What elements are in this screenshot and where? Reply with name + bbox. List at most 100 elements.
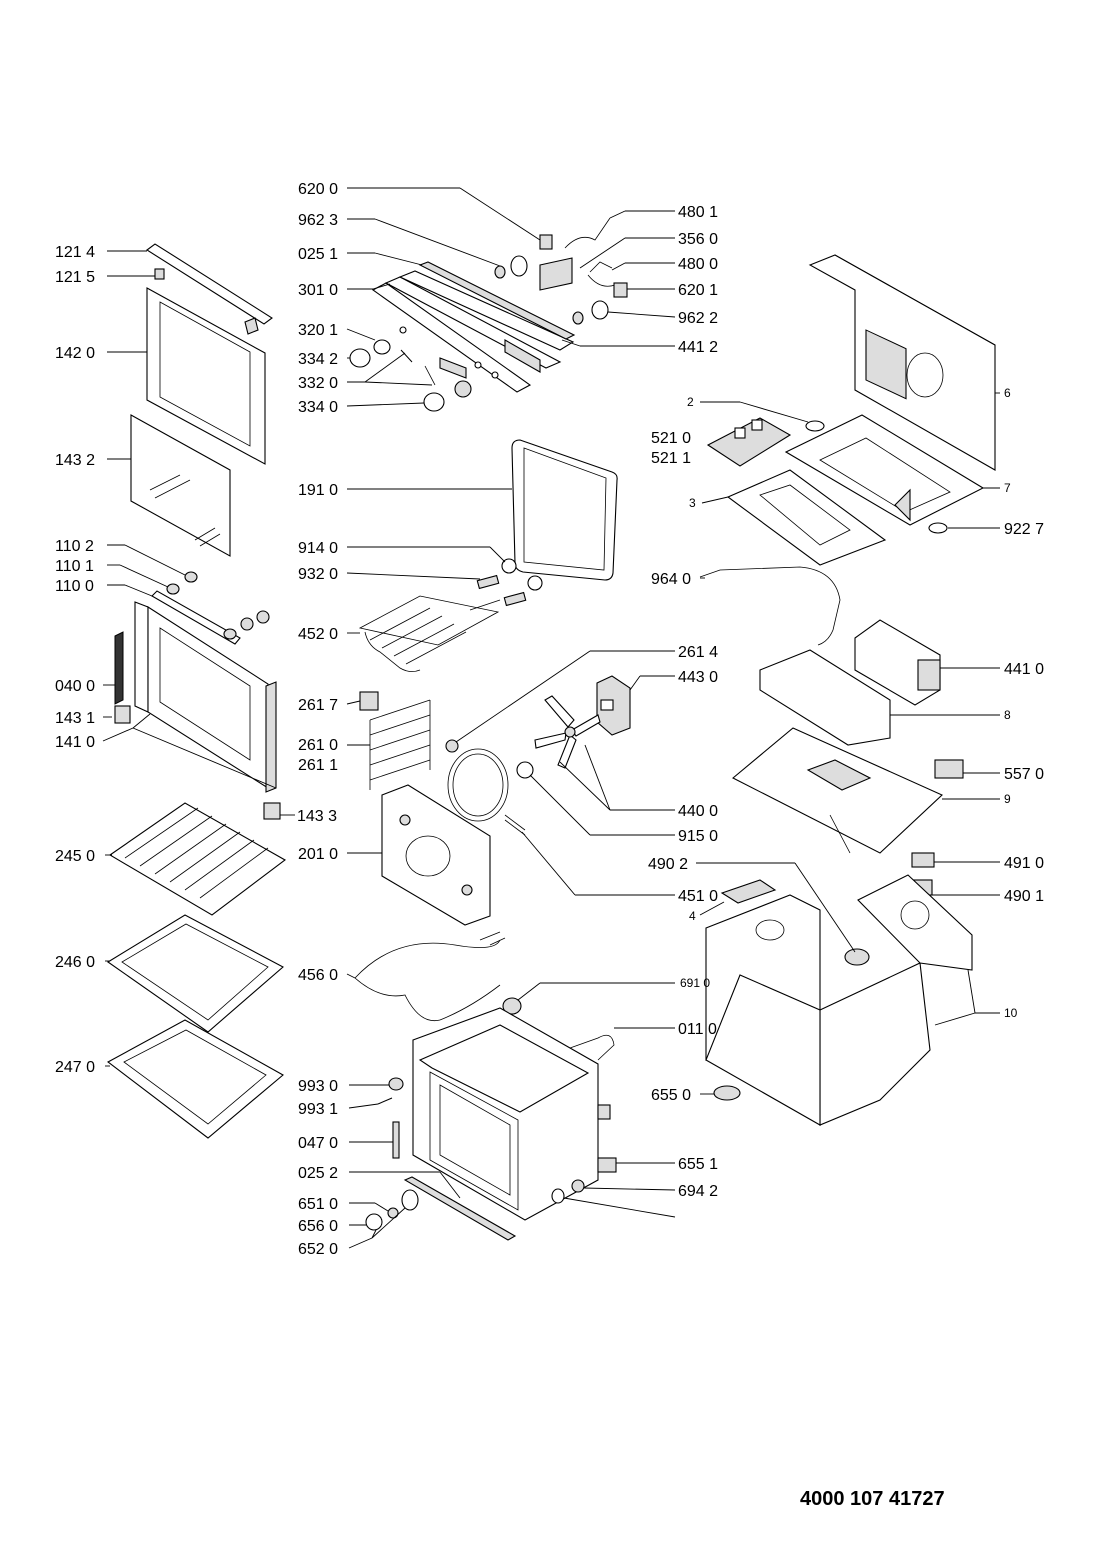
- callout-142-0: 142 0: [55, 345, 95, 362]
- callout-356-0: 356 0: [678, 231, 718, 248]
- callout-143-1: 143 1: [55, 710, 95, 727]
- circular-heating-element: [447, 748, 526, 836]
- callout-261-0: 261 0: [298, 737, 338, 754]
- callout-655-1: 694 2: [678, 1183, 718, 1200]
- callout-121-5: 121 5: [55, 269, 95, 286]
- callout-110-2: 110 2: [55, 538, 94, 555]
- bracket-8: [759, 649, 891, 746]
- callout-334-0: 334 0: [298, 399, 338, 416]
- callout-332-0: 332 0: [298, 375, 338, 392]
- leader-lines: [102, 187, 1000, 1249]
- electronic-module: [539, 257, 573, 291]
- fan-nut: [516, 761, 534, 779]
- callout-441-0: 441 0: [1004, 661, 1044, 678]
- callout-480-1: 480 1: [678, 204, 718, 221]
- rear-cover: [808, 254, 996, 471]
- callout-025-2: 025 2: [298, 1165, 338, 1182]
- switch: [613, 282, 628, 298]
- callout-191-0: 191 0: [298, 482, 338, 499]
- door-inner-glass: [130, 414, 231, 557]
- disc-part: [166, 583, 180, 595]
- callout-110-0: 110 0: [55, 578, 94, 595]
- part-number-labels: 121 4 121 5 142 0 143 2 110 2 110 1 110 …: [55, 181, 1044, 1258]
- lower-heating-element: [354, 931, 506, 1022]
- callout-110-1: 110 1: [55, 558, 94, 575]
- callout-4: 4: [689, 909, 696, 923]
- callout-490-1: 490 1: [1004, 888, 1044, 905]
- spring-sleeve: [503, 591, 527, 607]
- knob-spring: [400, 349, 413, 363]
- vent-pipe: [699, 566, 841, 646]
- callout-521-1: 521 1: [651, 450, 691, 467]
- part-4: [720, 879, 777, 904]
- callout-491-0: 491 0: [1004, 855, 1044, 872]
- callout-245-0: 245 0: [55, 848, 95, 865]
- switch-557: [934, 759, 964, 779]
- cap-2: [805, 420, 825, 432]
- callout-143-2: 143 2: [55, 452, 95, 469]
- bottom-strip: [403, 1176, 517, 1241]
- callout-040-0: 040 0: [55, 678, 95, 695]
- callout-9: 9: [1004, 792, 1011, 806]
- callout-121-4: 121 4: [55, 244, 95, 261]
- knob: [423, 392, 445, 412]
- board-cover: [726, 469, 887, 566]
- callout-651-0: 651 0: [298, 1196, 338, 1213]
- callout-441-2: 441 2: [678, 339, 718, 356]
- wire: [587, 274, 616, 287]
- callout-620-1: 620 1: [678, 282, 718, 299]
- knob-insert: [387, 1207, 399, 1219]
- knob-holder: [373, 339, 391, 355]
- callout-964-0: 964 0: [651, 571, 691, 588]
- callout-301-0: 301 0: [298, 282, 338, 299]
- switch-knob: [510, 255, 528, 277]
- bottom-plate: [732, 727, 943, 854]
- cavity-bracket: [569, 1034, 615, 1061]
- callout-451-0: 451 0: [678, 888, 718, 905]
- deep-baking-tray: [106, 1019, 284, 1139]
- wire: [564, 217, 611, 249]
- callout-490-2: 490 2: [648, 856, 688, 873]
- callout-8: 8: [1004, 708, 1011, 722]
- outer-casing: [705, 874, 973, 1126]
- lamp-holder: [359, 691, 379, 711]
- callout-915-0: 915 0: [678, 828, 718, 845]
- knob-base: [454, 380, 472, 398]
- oven-cavity: [412, 1007, 611, 1221]
- callout-932-0: 932 0: [298, 566, 338, 583]
- callout-10: 10: [1004, 1006, 1018, 1020]
- screw: [377, 1097, 393, 1105]
- bushing: [527, 575, 543, 591]
- gasket: [551, 1188, 565, 1204]
- callout-334-2: 334 2: [298, 351, 338, 368]
- baking-tray: [106, 914, 284, 1033]
- wire: [589, 261, 613, 273]
- callout-025-1: 025 1: [298, 246, 338, 263]
- callout-143-3: 143 3: [297, 808, 337, 825]
- spring-sleeve: [476, 574, 500, 590]
- part-490-2: [844, 948, 870, 966]
- switch-knob: [572, 311, 584, 325]
- callout-993-1: 993 1: [298, 1101, 338, 1118]
- fan-motor: [596, 675, 631, 736]
- callout-247-0: 247 0: [55, 1059, 95, 1076]
- top-plate: [784, 414, 985, 526]
- switch: [539, 234, 553, 250]
- callout-246-0: 246 0: [55, 954, 95, 971]
- callout-691-0: 011 0: [678, 1021, 717, 1038]
- door-top-trim: [146, 243, 273, 335]
- grill-heating-element: [358, 595, 501, 672]
- washer: [928, 522, 948, 534]
- door-hinge: [114, 631, 124, 705]
- knob: [349, 348, 371, 368]
- bushing: [501, 558, 517, 574]
- callout-456-0: 456 0: [298, 967, 338, 984]
- knob-pin: [424, 365, 436, 386]
- callout-047-0: 047 0: [298, 1135, 338, 1152]
- callout-201-0: 201 0: [298, 846, 338, 863]
- knob: [401, 1189, 419, 1211]
- wire-shelf: [108, 802, 286, 916]
- callout-440-0: 440 0: [678, 803, 718, 820]
- door-clip-143-1: [114, 705, 131, 724]
- thermostat: [597, 1157, 617, 1173]
